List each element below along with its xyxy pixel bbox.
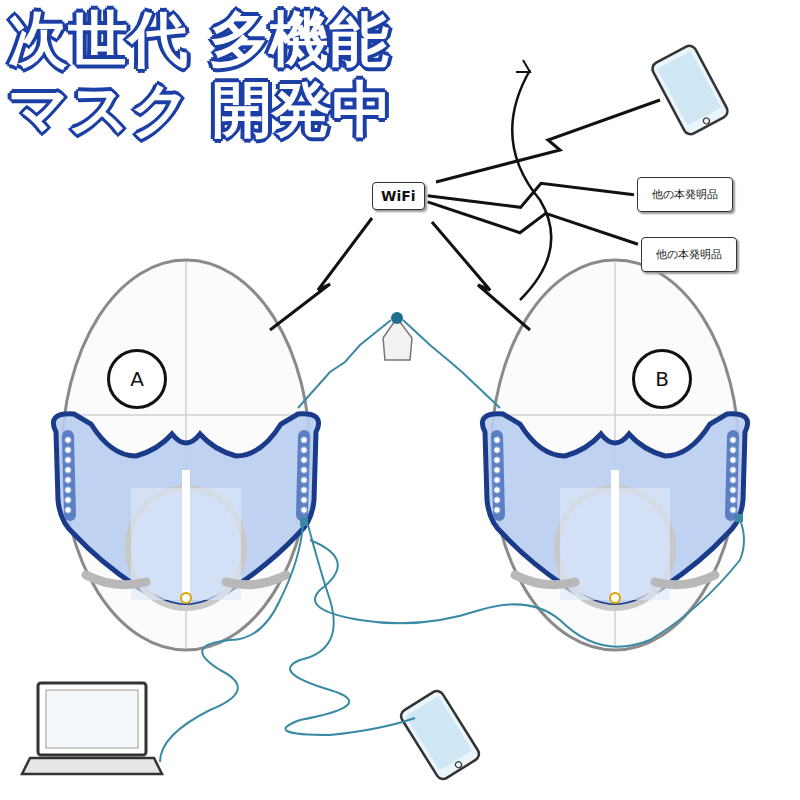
vent-dot [65,447,71,453]
vent-dot [730,487,736,493]
vent-dot [65,497,71,503]
vent-dot [65,477,71,483]
product-box: 他の本発明品 [641,237,737,272]
product-box: 他の本発明品 [637,177,733,212]
vent-dot [301,457,307,463]
vent-dot [730,457,736,463]
node-label: B [655,367,669,391]
vent-dot [730,477,736,483]
vent-dot [65,507,71,513]
label-circle: A [107,349,167,409]
lightning-connector [428,183,634,207]
lightning-connector [428,202,638,244]
vent-dot [301,477,307,483]
vent-dot [301,447,307,453]
node-label: 他の本発明品 [656,248,722,261]
vent-dot [494,457,500,463]
title: 次世代 多機能マスク 開発中 [8,4,400,144]
label-circle: B [632,349,692,409]
vent-dot [730,437,736,443]
node-label: A [130,367,144,391]
vent-dot [494,437,500,443]
vent-dot [301,437,307,443]
vent-dot [730,447,736,453]
vent-dot [301,467,307,473]
vent-dot [301,487,307,493]
vent-dot [730,497,736,503]
vent-dot [301,507,307,513]
wifi-box: WiFi [372,182,425,210]
vent-dot [65,467,71,473]
vent-dot [301,497,307,503]
vent-dot [65,437,71,443]
vent-dot [65,457,71,463]
vent-dot [730,507,736,513]
vent-dot [494,447,500,453]
vent-dot [494,487,500,493]
vent-dot [494,477,500,483]
vent-dot [65,487,71,493]
vent-dot [494,507,500,513]
node-label: 他の本発明品 [652,188,718,201]
vent-dot [730,467,736,473]
node-label: WiFi [381,188,416,204]
vent-dot [494,467,500,473]
vent-dot [494,497,500,503]
